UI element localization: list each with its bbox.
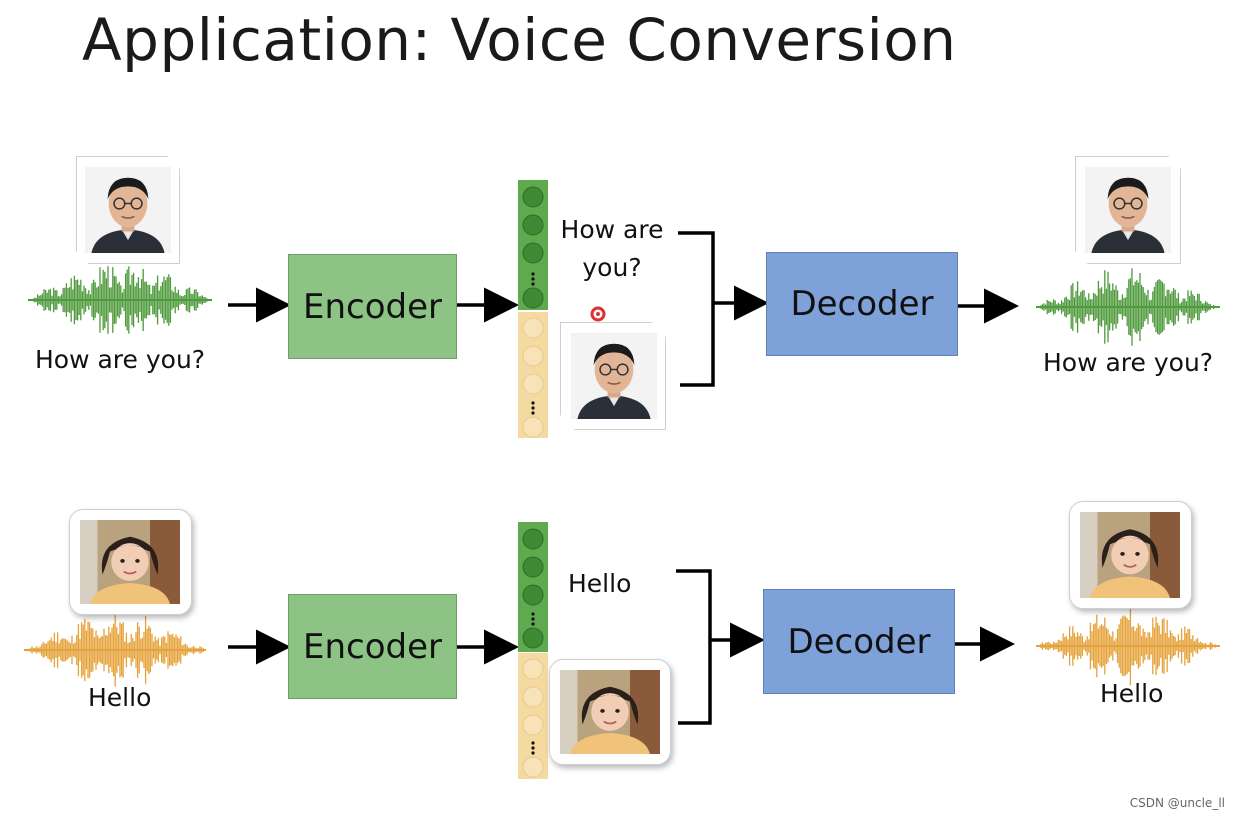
input-text-2: Hello	[88, 683, 152, 712]
output-waveform-1	[1036, 268, 1220, 346]
latent-vector-1	[518, 180, 548, 438]
content-text-2: Hello	[568, 569, 632, 598]
encoder-box-1: Encoder	[288, 254, 457, 359]
encoder-box-2: Encoder	[288, 594, 457, 699]
input-text-1: How are you?	[35, 345, 206, 374]
output-waveform-2	[1036, 606, 1220, 686]
decoder-box-1: Decoder	[766, 252, 958, 356]
watermark: CSDN @uncle_ll	[1129, 796, 1225, 810]
content-text-1: How are you?	[560, 215, 664, 282]
speaker-photo-man-input	[76, 156, 180, 264]
page-title: Application: Voice Conversion	[82, 6, 957, 74]
input-waveform-1	[28, 266, 212, 334]
speaker-photo-man-output	[1075, 156, 1181, 264]
speaker-photo-woman-target	[549, 659, 671, 765]
speaker-photo-man-target	[560, 322, 666, 430]
decoder-box-2: Decoder	[763, 589, 955, 694]
speaker-photo-woman-output	[1069, 501, 1192, 609]
merge-bracket-2	[676, 569, 712, 725]
input-waveform-2	[24, 613, 206, 687]
output-text-2: Hello	[1100, 679, 1164, 708]
latent-vector-2	[518, 522, 548, 779]
merge-bracket-1	[678, 231, 715, 387]
speaker-photo-woman-input	[69, 509, 192, 615]
pointer-dot	[590, 306, 606, 322]
output-text-1: How are you?	[1043, 348, 1214, 377]
